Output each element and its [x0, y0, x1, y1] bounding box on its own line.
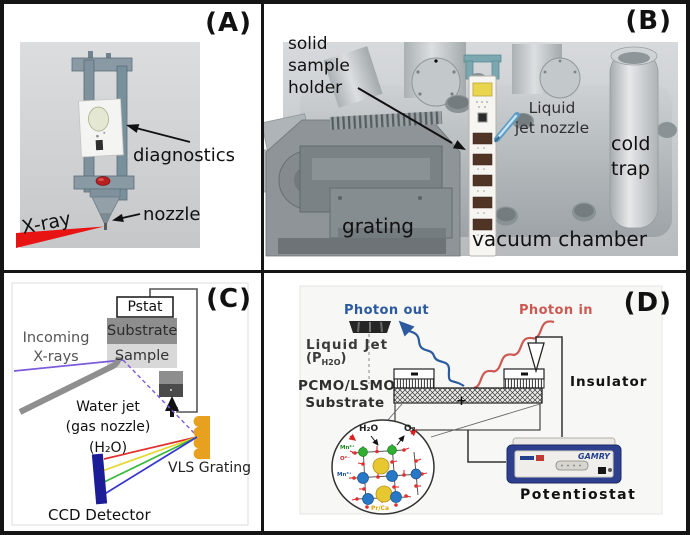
photon-in-squiggle: [473, 320, 555, 390]
photon-out-label: Photon out: [344, 303, 430, 318]
metal-atoms: [357, 445, 422, 505]
liquid-jet-nozzle-rod: [494, 112, 520, 143]
panel-b-letter: (B): [625, 6, 672, 36]
dispersed-rays: [97, 436, 198, 499]
right-electrode: [503, 368, 545, 389]
pcmo-lsmo-substrate-label: PCMO/LSMO Substrate: [298, 378, 396, 411]
potentiostat-device: [506, 437, 622, 484]
inset-o2-label: O₂: [404, 424, 416, 434]
nozzle-label: nozzle: [143, 204, 201, 225]
cold-trap-label: cold trap: [611, 133, 651, 180]
panel-d-schematic: [299, 285, 663, 515]
p-open: (P: [306, 351, 322, 366]
horizontal-divider: [0, 270, 690, 273]
liquid-jet-pressure-label: (PH2O): [306, 351, 347, 368]
water-jet-line: [18, 356, 122, 415]
photon-in-label: Photon in: [519, 303, 593, 318]
magnifier-callout-lines: [386, 403, 541, 438]
up-arrow: [165, 396, 179, 417]
gamry-logo: GAMRY: [578, 452, 610, 461]
solid-sample-holder-label: solid sample holder: [288, 34, 350, 99]
diagnostics-arrow: [126, 124, 191, 143]
nozzle-arrow: [112, 213, 141, 222]
vls-grating-shape: [193, 416, 210, 460]
pstat-label: Pstat: [127, 299, 163, 315]
potentiostat-label: Potentiostat: [520, 487, 637, 503]
vls-grating-label: VLS Grating: [168, 460, 252, 476]
sample-yellow: [472, 82, 493, 97]
potentiostat-wire: [467, 430, 506, 463]
inset-prca-label: Pr/Ca: [371, 505, 389, 512]
panel-a-render: [16, 42, 200, 248]
inset-h2o-label: H₂O: [359, 424, 379, 434]
cold-trap: [609, 46, 659, 229]
incoming-xray-line: [13, 359, 124, 372]
incoming-xrays-label: Incoming X-rays: [22, 330, 90, 365]
liquid-jet-label: Liquid Jet: [306, 337, 389, 353]
water-jet-label: Water jet (gas nozzle) (H₂O): [65, 399, 151, 456]
xray-beam: [16, 226, 104, 248]
diagnostics-plate: [78, 98, 124, 158]
pstat-box: [116, 296, 174, 318]
solid-sample-holder: [463, 54, 502, 257]
plus-sign: +: [456, 394, 467, 409]
ccd-detector-label: CCD Detector: [48, 506, 151, 524]
p-close: ): [340, 351, 347, 366]
liquid-jet-nozzle-label: Liquid jet nozzle: [514, 99, 590, 137]
photon-out-squiggle-arrow: [398, 320, 465, 387]
panel-a-letter: (A): [205, 8, 252, 38]
sample-holder-arrow: [357, 87, 466, 150]
inset-mn3-label: Mn³⁺: [337, 472, 352, 478]
left-electrode: [393, 368, 435, 389]
substrate-label: Substrate: [107, 323, 178, 339]
insulator-wire: [535, 336, 563, 437]
p-subscript: H2O: [321, 358, 341, 367]
panel-b-render: [261, 42, 678, 257]
pstat-wire: [149, 288, 198, 413]
red-knob: [95, 176, 111, 186]
sample-label: Sample: [114, 348, 170, 364]
grating-assembly: [265, 111, 461, 257]
panel-c-letter: (C): [206, 284, 252, 314]
diagnostics-label: diagnostics: [133, 145, 236, 166]
grating-label: grating: [342, 214, 414, 238]
liquid-jet-nozzle-icon: [349, 321, 391, 333]
inset-mn4-label: Mn⁴⁺: [340, 445, 355, 451]
vertical-divider: [261, 0, 264, 535]
panel-d-letter: (D): [623, 288, 672, 318]
pcmo-lsmo-substrate-bar: [393, 387, 543, 404]
substrate-box: [107, 318, 177, 344]
ccd-detector-bar: [91, 453, 108, 505]
nozzle-assembly: [91, 196, 121, 230]
crystal-lattice: [348, 429, 428, 509]
reflected-xray-dashed-line: [122, 359, 198, 437]
sample-mount-upper: [159, 371, 183, 384]
vacuum-chamber-label: vacuum chamber: [472, 227, 647, 251]
inset-o-label: O²⁻: [340, 456, 350, 462]
insulator-label: Insulator: [570, 374, 648, 390]
panel-c-schematic: [11, 282, 249, 526]
